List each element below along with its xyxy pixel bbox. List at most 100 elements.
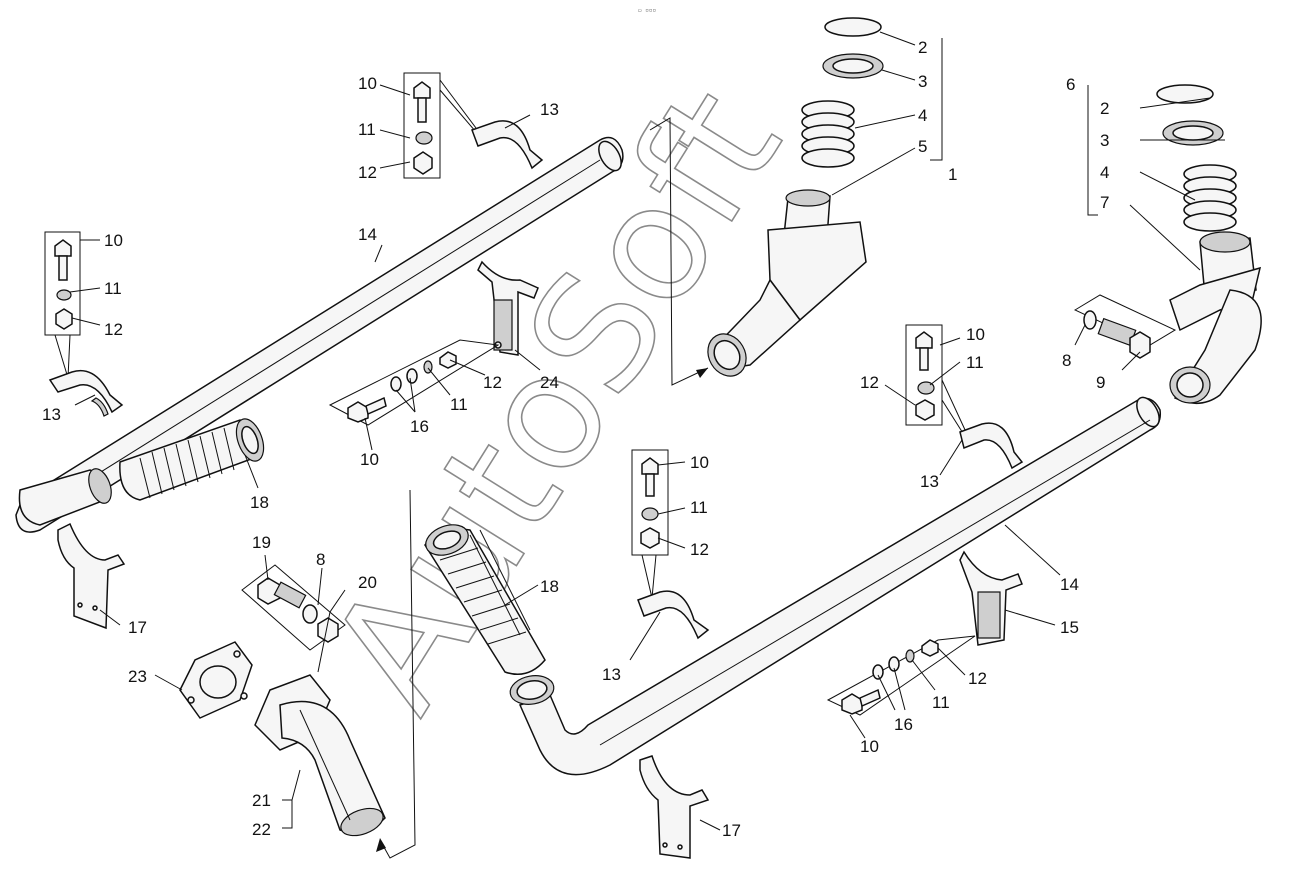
callout-9: 9 — [1096, 373, 1105, 392]
callout-13-left: 13 — [42, 405, 61, 424]
bolt-set-top — [403, 72, 477, 179]
washer-icon — [406, 368, 418, 384]
bolt-icon — [54, 239, 72, 281]
bolt-set-left — [44, 231, 81, 379]
bolt-icon — [841, 688, 881, 715]
spring-washer-icon — [56, 289, 72, 301]
callout-11-midleft: 11 — [450, 395, 468, 414]
nut-icon — [317, 617, 339, 643]
nut-icon — [413, 151, 433, 175]
callout-8: 8 — [316, 550, 325, 569]
bolt-icon — [915, 331, 933, 371]
spring-icon — [801, 100, 855, 168]
callout-17-left: 17 — [128, 618, 147, 637]
callout-12-top: 12 — [358, 163, 377, 182]
callout-19: 19 — [252, 533, 271, 552]
callout-14-right: 14 — [1060, 575, 1079, 594]
ring-icon — [1156, 84, 1214, 104]
nut-icon — [55, 308, 73, 330]
spring-icon — [1183, 164, 1237, 232]
exhaust-elbow-icon — [254, 674, 386, 837]
clamp-icon — [48, 370, 124, 417]
callout-10-midleft: 10 — [360, 450, 379, 469]
callout-10-lowright: 10 — [860, 737, 879, 756]
bracket-icon — [57, 522, 126, 630]
washer-icon — [390, 376, 402, 392]
corrugated-sleeve-icon — [424, 524, 546, 675]
callout-10-center: 10 — [690, 453, 709, 472]
callout-2-right: 2 — [1100, 99, 1109, 118]
callout-5: 5 — [918, 137, 927, 156]
bolt-set-middle-left — [328, 339, 500, 426]
callout-10-left: 10 — [104, 231, 123, 250]
bolt-set-right-outlet — [1073, 294, 1177, 359]
bolt-icon — [347, 396, 387, 423]
callout-13-right: 13 — [920, 472, 939, 491]
bolt-set-lower-right — [826, 635, 976, 716]
callout-23: 23 — [128, 667, 147, 686]
callout-2: 2 — [918, 38, 927, 57]
spring-washer-icon — [415, 131, 433, 145]
callout-3-right: 3 — [1100, 131, 1109, 150]
bracket-icon — [639, 755, 710, 859]
bracket-icon — [477, 260, 539, 356]
callout-12-midleft: 12 — [483, 373, 502, 392]
assembly-arrow — [649, 117, 709, 386]
callout-18-center: 18 — [540, 577, 559, 596]
callout-1: 1 — [948, 165, 957, 184]
callout-12-lowright: 12 — [968, 669, 987, 688]
callout-17-lower: 17 — [722, 821, 741, 840]
callout-10-top: 10 — [358, 74, 377, 93]
callout-8-right: 8 — [1062, 351, 1071, 370]
callout-11-center: 11 — [690, 498, 708, 517]
bracket-icon — [959, 550, 1023, 646]
callout-7: 7 — [1100, 193, 1109, 212]
callout-18-left: 18 — [250, 493, 269, 512]
exhaust-outlet-assembly — [707, 17, 884, 377]
nut-icon — [439, 351, 457, 369]
callout-6: 6 — [1066, 75, 1075, 94]
callout-15: 15 — [1060, 618, 1079, 637]
nut-icon — [921, 639, 939, 657]
callout-21: 21 — [252, 791, 271, 810]
ring-icon — [824, 17, 882, 37]
callout-24: 24 — [540, 373, 559, 392]
callout-22: 22 — [252, 820, 271, 839]
bolt-set-flange — [241, 564, 346, 651]
pipe-icon — [18, 468, 112, 526]
bolt-icon — [257, 577, 307, 609]
clamp-icon — [471, 120, 544, 170]
flange-gasket-icon — [179, 641, 253, 719]
callout-3: 3 — [918, 72, 927, 91]
bolt-icon — [641, 457, 659, 497]
nut-icon — [915, 399, 935, 421]
spring-washer-icon — [641, 507, 659, 521]
bolt-set-center — [631, 449, 669, 599]
washer-icon — [888, 656, 900, 672]
callout-16-left: 16 — [410, 417, 429, 436]
callout-14-left: 14 — [358, 225, 377, 244]
nut-icon — [640, 527, 660, 549]
leader-lines — [69, 31, 1225, 831]
bolt-set-right — [905, 324, 967, 439]
bolt-icon — [1097, 317, 1151, 359]
callout-16-right: 16 — [894, 715, 913, 734]
callout-12-left: 12 — [104, 320, 123, 339]
callout-11-left: 11 — [104, 279, 122, 298]
left-exhaust-pipe — [15, 136, 624, 533]
washer-icon — [302, 604, 318, 624]
assembly-arrow — [376, 489, 416, 859]
clamp-icon — [637, 590, 710, 640]
callout-20: 20 — [358, 573, 377, 592]
corrugated-sleeve-icon — [119, 418, 265, 501]
callout-11-lowright: 11 — [932, 693, 950, 712]
exhaust-outlet-assembly-right — [1156, 84, 1262, 404]
spring-washer-icon — [905, 649, 915, 663]
callout-12-center: 12 — [690, 540, 709, 559]
callout-4: 4 — [918, 106, 927, 125]
bolt-icon — [413, 81, 431, 123]
callout-13-center: 13 — [602, 665, 621, 684]
callout-13-top: 13 — [540, 100, 559, 119]
right-exhaust-pipe — [509, 396, 1162, 776]
